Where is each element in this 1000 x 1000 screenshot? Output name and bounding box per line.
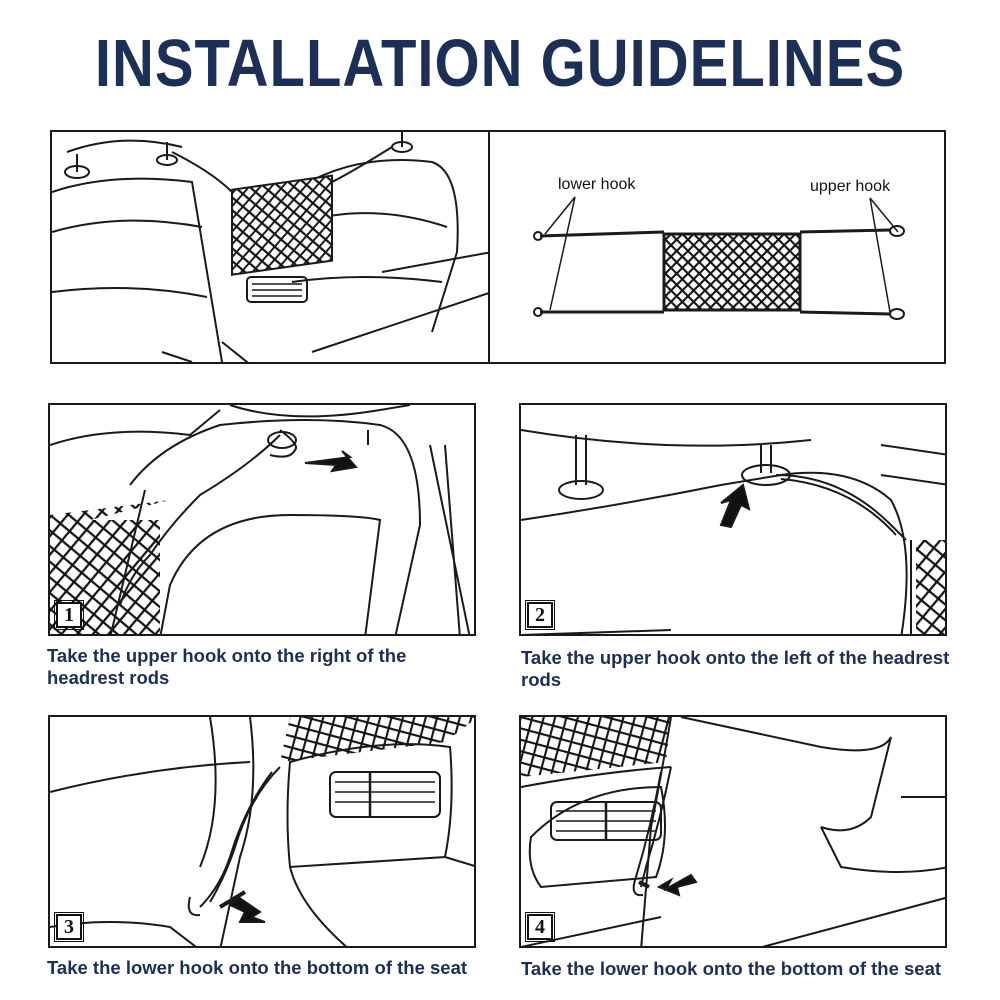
step-2-caption: Take the upper hook onto the left of the… [521, 647, 950, 690]
lower-hook-label: lower hook [558, 176, 636, 193]
step-number-badge: 3 [54, 912, 84, 942]
overview-car-seat-illustration [50, 130, 490, 364]
step-number-badge: 2 [525, 600, 555, 630]
step-number-badge: 4 [525, 912, 555, 942]
upper-hook-label: upper hook [810, 178, 891, 195]
step-1-caption: Take the upper hook onto the right of th… [47, 645, 407, 688]
step-4-panel: 4 [519, 715, 947, 948]
step-3-panel: 3 [48, 715, 476, 948]
step-1-panel: 1 [48, 403, 476, 636]
step-2-panel: 2 [519, 403, 947, 636]
overview-net-hooks-diagram: lower hook upper hook [488, 130, 946, 364]
step-4-caption: Take the lower hook onto the bottom of t… [521, 958, 942, 979]
page-title: INSTALLATION GUIDELINES [94, 26, 906, 101]
step-number-badge: 1 [54, 600, 84, 630]
step-3-caption: Take the lower hook onto the bottom of t… [47, 957, 468, 978]
